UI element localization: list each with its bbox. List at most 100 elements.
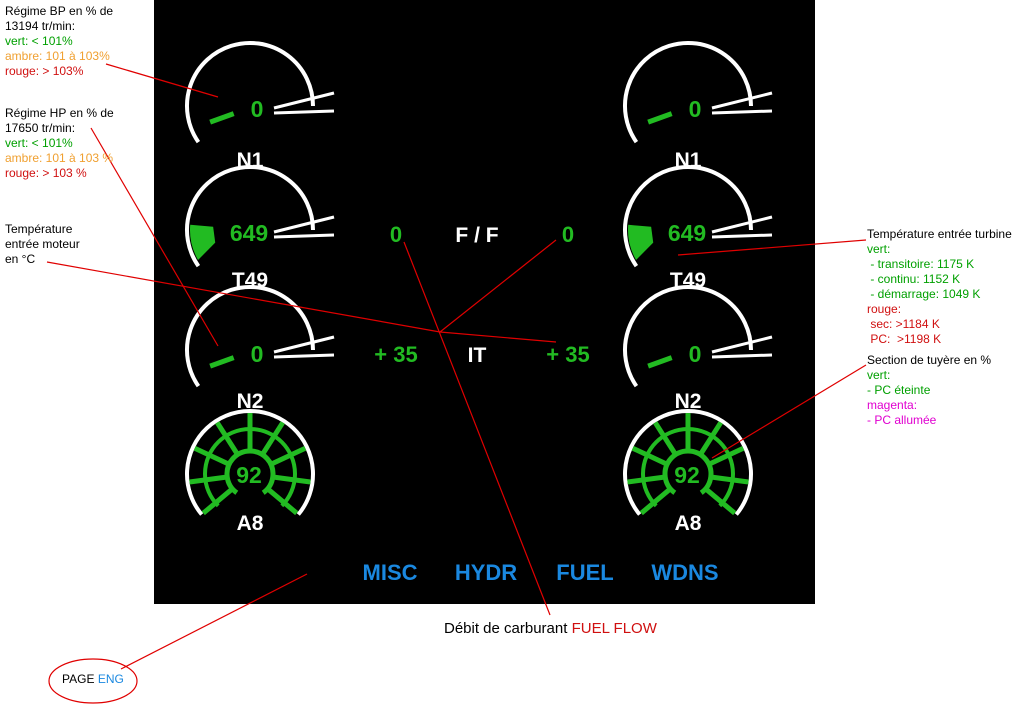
right-n1-value: 0	[689, 96, 702, 122]
it-right-value: + 35	[546, 342, 589, 367]
it-left-value: + 35	[374, 342, 417, 367]
right-n2-label: N2	[675, 390, 702, 413]
annotation-a8-line: Section de tuyère en %	[867, 353, 992, 367]
right-a8-petal	[639, 487, 672, 516]
right-a8-petal	[698, 421, 723, 456]
left-n2-label: N2	[237, 390, 264, 413]
right-n1-dial-needle	[647, 111, 673, 125]
right-a8-petal	[711, 474, 749, 485]
right-t49-dial-sector	[628, 224, 654, 260]
ff-left-value: 0	[390, 222, 402, 247]
annotation-a8-line: - PC éteinte	[867, 383, 931, 397]
annotation-n1-line: Régime BP en % de	[5, 4, 114, 18]
left-n2-dial-needle	[209, 355, 235, 369]
left-a8-value: 92	[236, 462, 262, 488]
right-a8-label: A8	[675, 512, 702, 535]
right-a8-petal	[653, 421, 678, 456]
right-a8-petal	[704, 487, 737, 516]
page-eng-circle	[48, 658, 138, 704]
annotation-t49-line: PC: >1198 K	[867, 332, 942, 346]
leader-t49	[677, 239, 867, 256]
annotation-a8-line: - PC allumée	[867, 413, 937, 427]
page-button-fuel[interactable]: FUEL	[556, 560, 613, 585]
left-n1-value: 0	[251, 96, 264, 122]
annotation-n1-line: 13194 tr/min:	[5, 19, 76, 33]
annotation-it-line: en °C	[5, 252, 36, 266]
annotation-n2-line: ambre: 101 à 103 %	[5, 151, 114, 165]
left-a8-petal	[260, 421, 285, 456]
left-a8-outer-arc	[185, 409, 315, 516]
right-n1-dial-arc	[623, 40, 753, 144]
left-t49-dial-arc	[185, 164, 315, 268]
left-a8-petal	[189, 474, 227, 485]
annotation-n2-line: vert: < 101%	[5, 136, 73, 150]
annotation-t49-line: - démarrage: 1049 K	[867, 287, 981, 301]
page-eng-caption-highlight: ENG	[97, 672, 124, 686]
left-n1-dial-needle	[209, 111, 235, 125]
annotation-n1-line: ambre: 101 à 103%	[5, 49, 110, 63]
left-a8-petal	[273, 474, 311, 485]
left-t49-label: T49	[232, 269, 268, 292]
left-a8-petal	[270, 445, 307, 467]
left-a8-petal	[215, 421, 240, 456]
right-t49-dial-mark-upper	[711, 215, 773, 234]
annotation-t49-line: - transitoire: 1175 K	[867, 257, 975, 271]
annotation-t49-line: Température entrée turbine	[867, 227, 1012, 241]
leader-page	[120, 573, 308, 670]
page-eng-caption-prefix: PAGE	[62, 672, 95, 686]
right-n1-dial-mark-lower	[711, 109, 773, 115]
annotation-t49-line: sec: >1184 K	[867, 317, 940, 331]
left-a8-label: A8	[237, 512, 264, 535]
right-n2-value: 0	[689, 341, 702, 367]
annotation-n1-line: rouge: > 103%	[5, 64, 84, 78]
annotation-it-line: entrée moteur	[5, 237, 80, 251]
right-a8-outer-arc	[623, 409, 753, 516]
left-n1-dial-mark-lower	[273, 109, 335, 115]
right-a8-value: 92	[674, 462, 700, 488]
left-n1-label: N1	[237, 149, 264, 172]
right-n2-dial-needle	[647, 355, 673, 369]
right-a8-inner-ring	[662, 448, 714, 495]
right-t49-dial-arc	[623, 164, 753, 268]
left-t49-dial-mark-lower	[273, 233, 335, 239]
page-button-misc[interactable]: MISC	[363, 560, 418, 585]
left-a8-petal	[266, 487, 299, 516]
leader-ff-right	[439, 239, 557, 333]
right-t49-value: 649	[668, 220, 706, 246]
left-n2-dial-mark-lower	[273, 353, 335, 359]
fuel-flow-caption-prefix: Débit de carburant	[444, 620, 568, 637]
right-a8-petal	[627, 474, 665, 485]
annotation-n2-line: 17650 tr/min:	[5, 121, 76, 135]
left-a8-petal	[201, 487, 234, 516]
right-a8-petal	[708, 445, 745, 467]
annotation-n1-line: vert: < 101%	[5, 34, 73, 48]
it-label: IT	[468, 344, 487, 367]
right-n2-dial-arc	[623, 284, 753, 388]
annotation-it-line: Température	[5, 222, 73, 236]
annotation-t49-line: rouge:	[867, 302, 902, 316]
fuel-flow-caption: Débit de carburant FUEL FLOW	[444, 621, 657, 636]
left-n2-dial-mark-upper	[273, 335, 335, 354]
page-button-hydr[interactable]: HYDR	[455, 560, 517, 585]
left-n1-dial-mark-upper	[273, 91, 335, 110]
leader-ff-left	[403, 241, 551, 616]
right-n1-dial-mark-upper	[711, 91, 773, 110]
fuel-flow-caption-highlight: FUEL FLOW	[571, 620, 657, 637]
page-button-wdns[interactable]: WDNS	[651, 560, 718, 585]
annotation-a8-line: magenta:	[867, 398, 918, 412]
eng-display-screen	[154, 0, 815, 604]
ff-right-value: 0	[562, 222, 574, 247]
left-n2-value: 0	[251, 341, 264, 367]
ff-label: F / F	[455, 224, 498, 247]
leader-n1	[105, 63, 219, 98]
annotation-n2-line: rouge: > 103 %	[5, 166, 87, 180]
right-n2-dial-mark-upper	[711, 335, 773, 354]
right-a8-petal	[631, 445, 668, 467]
left-t49-dial-sector	[190, 224, 216, 260]
